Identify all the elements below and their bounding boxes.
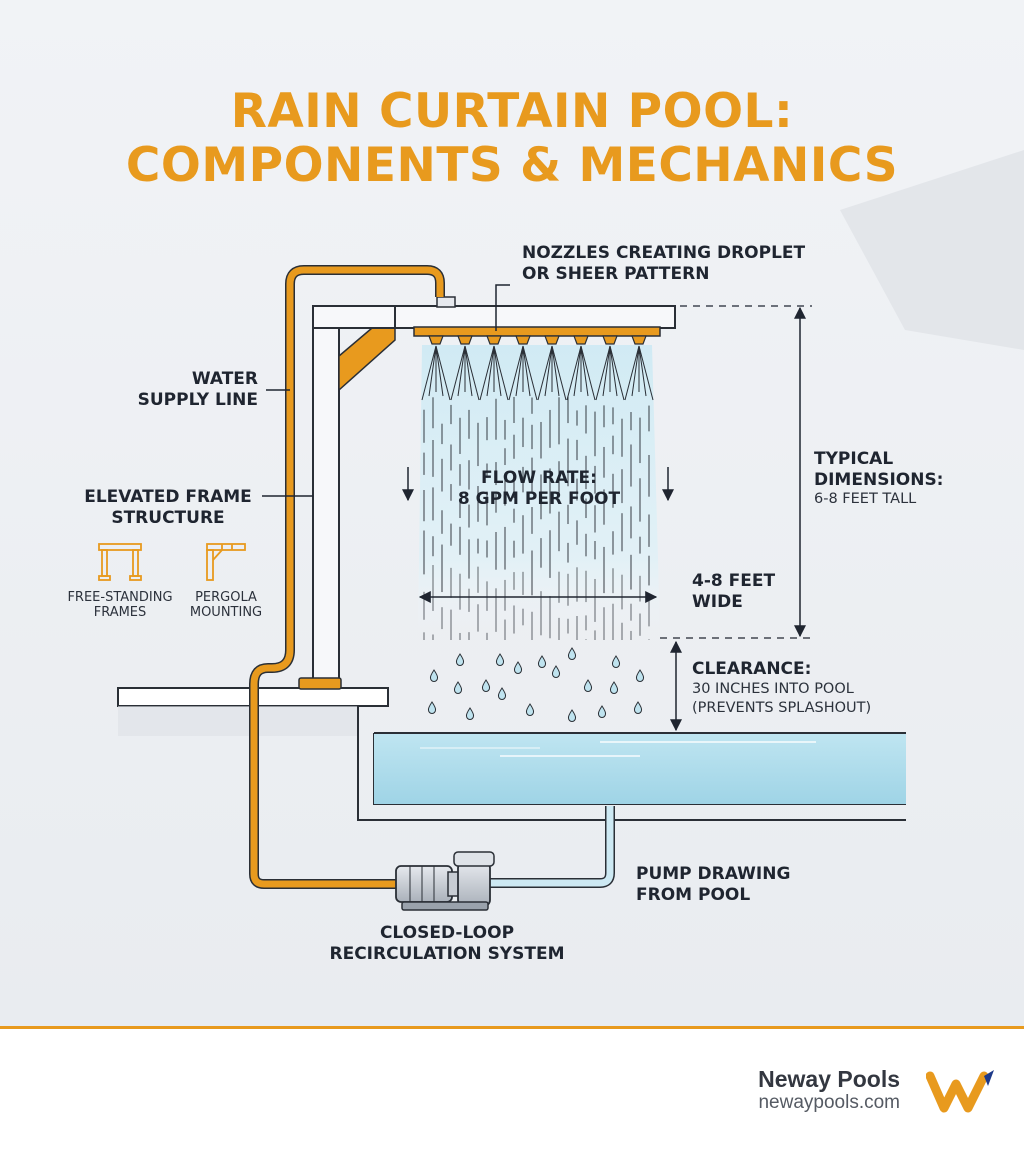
droplet — [567, 647, 577, 660]
nozzle — [428, 335, 444, 345]
droplet — [481, 679, 491, 692]
spray-line — [493, 345, 502, 397]
elevated-frame — [298, 296, 676, 690]
spray-line — [602, 345, 611, 397]
spray-line — [479, 345, 495, 401]
spray-line — [450, 345, 466, 401]
spray-line — [515, 345, 524, 397]
water-supply-label: WATER SUPPLY LINE — [137, 369, 258, 410]
spray-line — [435, 345, 451, 401]
spray-line — [435, 345, 444, 397]
spray-line — [631, 345, 640, 397]
nozzle — [457, 335, 473, 345]
clearance-detail: 30 INCHES INTO POOL (PREVENTS SPLASHOUT) — [692, 681, 872, 716]
droplet — [465, 707, 475, 720]
droplet — [611, 655, 621, 668]
droplet — [455, 653, 465, 666]
frame-label: ELEVATED FRAME STRUCTURE — [84, 487, 252, 528]
nozzle — [544, 335, 560, 345]
spray-line — [522, 345, 531, 397]
spray-line — [624, 345, 640, 401]
spray-line — [457, 345, 466, 397]
spray-line — [638, 345, 647, 397]
nozzles-label: NOZZLES CREATING DROPLET OR SHEER PATTER… — [522, 243, 806, 284]
clearance-title: CLEARANCE: — [692, 659, 812, 679]
flow-rate-label: FLOW RATE: 8 GPM PER FOOT — [457, 468, 621, 509]
droplet — [597, 705, 607, 718]
neway-logo-icon — [926, 1070, 994, 1113]
droplet — [525, 703, 535, 716]
spray-line — [464, 345, 480, 401]
spray-line — [580, 345, 589, 397]
nozzles — [428, 335, 647, 345]
spray-line — [551, 345, 567, 401]
pump — [395, 851, 495, 911]
droplet — [427, 701, 437, 714]
brand-url[interactable]: newaypools.com — [758, 1092, 900, 1113]
nozzle — [631, 335, 647, 345]
nozzle — [602, 335, 618, 345]
width-label: 4-8 FEET WIDE — [692, 571, 776, 612]
spray-line — [551, 345, 560, 397]
spray-line — [428, 345, 437, 397]
droplet — [495, 653, 505, 666]
droplet — [635, 669, 645, 682]
dimensions-detail: 6-8 FEET TALL — [814, 491, 917, 507]
rain-curtain — [418, 335, 660, 722]
spray-lines — [421, 345, 654, 401]
spray-line — [609, 345, 625, 401]
spray-line — [566, 345, 582, 401]
spray-line — [464, 345, 473, 397]
pool-water — [374, 733, 906, 804]
title-line-2: COMPONENTS & MECHANICS — [125, 138, 899, 193]
nozzle — [486, 335, 502, 345]
return-pipe — [487, 806, 614, 887]
footer — [0, 1026, 1024, 1154]
recirculation-label: CLOSED-LOOP RECIRCULATION SYSTEM — [329, 923, 565, 964]
nozzle — [515, 335, 531, 345]
droplet — [583, 679, 593, 692]
spray-line — [544, 345, 553, 397]
spray-line — [573, 345, 582, 397]
spray-line — [638, 345, 654, 401]
free-standing-label: FREE-STANDING FRAMES — [67, 590, 173, 620]
spray-line — [522, 345, 538, 401]
title-line-1: RAIN CURTAIN POOL: — [230, 84, 794, 139]
water-droplets — [427, 647, 645, 722]
curtain-streaks — [423, 396, 650, 640]
spray-line — [493, 345, 509, 401]
pergola-mounting-icon — [206, 543, 246, 581]
droplet — [453, 681, 463, 694]
spray-line — [537, 345, 553, 401]
nozzle — [573, 335, 589, 345]
spray-line — [609, 345, 618, 397]
droplet — [609, 681, 619, 694]
dimensions-label: TYPICAL DIMENSIONS: — [814, 449, 944, 490]
background-shape — [840, 150, 1024, 350]
diagram-canvas — [0, 0, 1024, 1026]
droplet — [537, 655, 547, 668]
droplet — [567, 709, 577, 722]
nozzle-bar — [413, 326, 661, 337]
pergola-label: PERGOLA MOUNTING — [189, 590, 263, 620]
droplet — [513, 661, 523, 674]
free-standing-frame-icon — [98, 543, 142, 581]
nozzle-leader-line — [495, 284, 510, 331]
droplet — [497, 687, 507, 700]
spray-line — [421, 345, 437, 401]
spray-line — [580, 345, 596, 401]
spray-line — [508, 345, 524, 401]
pool-structure — [117, 687, 906, 821]
brand-name: Neway Pools — [758, 1066, 900, 1092]
water-supply-pipe — [250, 266, 444, 888]
pump-label: PUMP DRAWING FROM POOL — [636, 864, 791, 905]
spray-line — [595, 345, 611, 401]
spray-line — [486, 345, 495, 397]
droplet — [551, 665, 561, 678]
droplet — [429, 669, 439, 682]
annotations — [262, 284, 812, 732]
droplet — [633, 701, 643, 714]
